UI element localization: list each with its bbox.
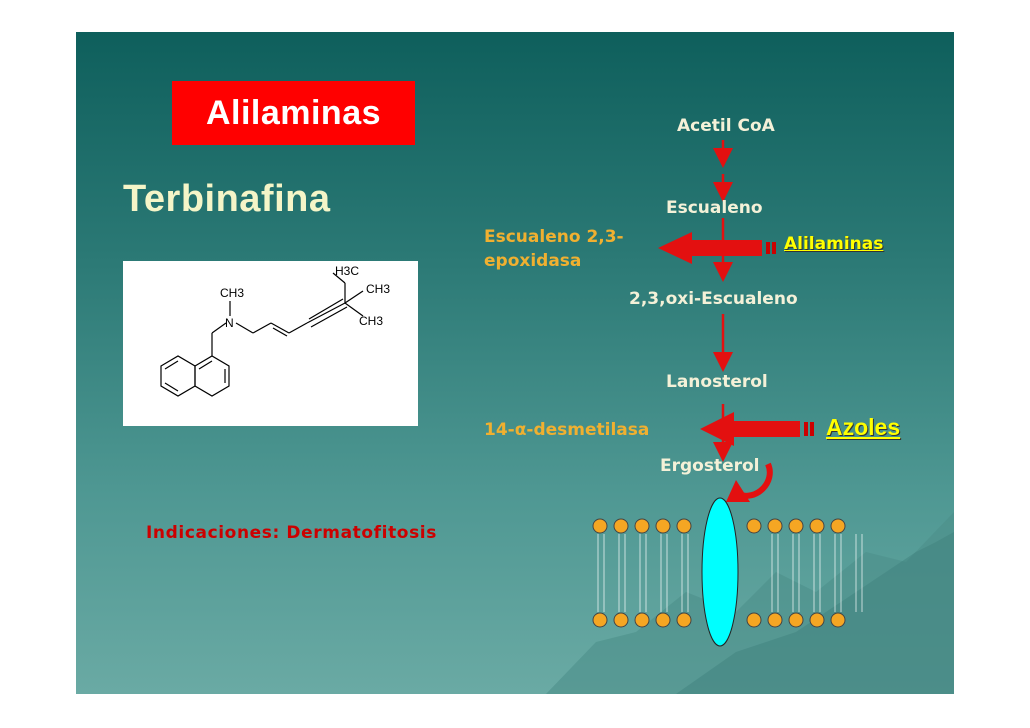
- step-oxidosqualene: 2,3,oxi-Escualeno: [629, 289, 798, 309]
- enzyme-demethylase-prefix: 14-: [484, 420, 515, 440]
- pathway-arrows: [592, 140, 863, 647]
- membrane-bilayer: [592, 497, 863, 647]
- enzyme-squalene-epoxidase: Escualeno 2,3- epoxidasa: [484, 225, 624, 273]
- structure-label-ch3-bottom: CH3: [359, 314, 383, 328]
- title-box: Alilaminas: [172, 81, 415, 145]
- structure-label-n: N: [225, 316, 234, 330]
- enzyme-demethylase-suffix: -desmetilasa: [526, 420, 650, 440]
- structure-drawing: H3C CH3 CH3 N CH3: [160, 264, 390, 397]
- enzyme-epoxidase-line1: Escualeno 2,3-: [484, 227, 624, 247]
- terbinafine-structure: H3C CH3 CH3 N CH3: [123, 261, 418, 426]
- inhibitor-allylamines: Alilaminas: [784, 234, 884, 254]
- structure-label-ch3-top: CH3: [366, 282, 390, 296]
- slide: Alilaminas Terbinafina: [76, 32, 954, 694]
- enzyme-epoxidase-line2: epoxidasa: [484, 251, 582, 271]
- enzyme-demethylase: 14-α-desmetilasa: [484, 418, 649, 442]
- step-acetyl-coa: Acetil CoA: [677, 116, 775, 136]
- step-lanosterol: Lanosterol: [666, 372, 768, 392]
- inhibitor-azoles: Azoles: [826, 414, 901, 440]
- step-ergosterol: Ergosterol: [660, 456, 760, 476]
- drug-name: Terbinafina: [123, 178, 331, 220]
- allylamine-inhibition-arrow: [658, 232, 776, 264]
- structure-label-h3c: H3C: [335, 264, 359, 278]
- structure-label-ch3-n: CH3: [220, 286, 244, 300]
- indications-text: Indicaciones: Dermatofitosis: [146, 523, 437, 543]
- alpha-symbol: α: [514, 420, 527, 440]
- membrane-protein: [701, 497, 739, 647]
- step-squalene: Escualeno: [666, 198, 763, 218]
- mountain-background: [546, 512, 954, 694]
- azole-inhibition-arrow: [700, 412, 814, 446]
